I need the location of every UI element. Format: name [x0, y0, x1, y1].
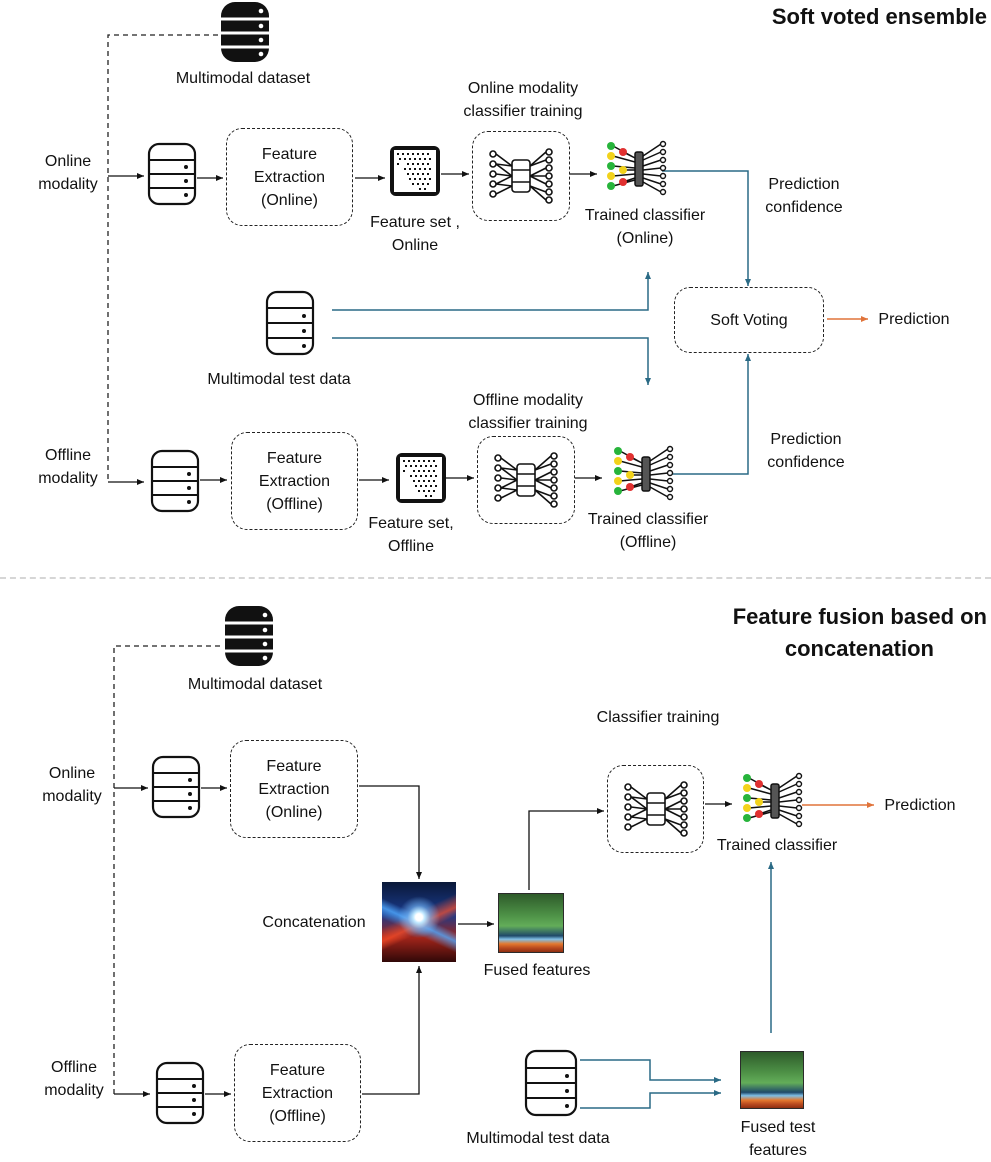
- dataset-label-bottom: Multimodal dataset: [187, 676, 323, 693]
- section-separator: [0, 577, 991, 579]
- feature-set-icon-offline: [396, 453, 446, 503]
- fused-test-line1: Fused test: [740, 1119, 816, 1136]
- trained-offline-line1: Trained classifier: [587, 511, 709, 528]
- trained-classifier-icon-bottom: [743, 772, 803, 828]
- online-modality-bottom-1: Online: [48, 765, 96, 782]
- section-title-fusion-1: Feature fusion based on: [732, 604, 987, 629]
- database-icon-test: [265, 290, 315, 356]
- fe-offline-b-line1: Feature: [269, 1061, 326, 1079]
- test-to-offline-line: [332, 337, 651, 385]
- concatenation-image: [382, 882, 456, 962]
- confidence-offline-line1: Prediction: [770, 431, 842, 448]
- section-title-soft-voting: Soft voted ensemble: [771, 4, 987, 29]
- section-title-fusion-2: concatenation: [784, 636, 934, 661]
- dataset-branch-line-bottom: [113, 645, 220, 1094]
- trained-online-line1: Trained classifier: [584, 207, 706, 224]
- fe-offline-b-line3: (Offline): [269, 1107, 326, 1125]
- confidence-offline-line2: confidence: [767, 454, 845, 471]
- online-modality-label-2: modality: [38, 176, 98, 193]
- fused-test-features-image: [740, 1051, 804, 1109]
- soft-voting-box: Soft Voting: [674, 287, 824, 353]
- train-online-label-2: classifier training: [463, 103, 583, 120]
- fe-online-line3: (Online): [261, 191, 318, 209]
- neural-network-icon: [494, 452, 558, 508]
- database-icon-dataset: [221, 2, 269, 62]
- trained-classifier-icon-offline: [614, 445, 674, 501]
- trained-classifier-icon-online: [607, 140, 667, 196]
- online-modality-bottom-2: modality: [42, 788, 102, 805]
- neural-network-icon: [489, 148, 553, 204]
- fe-online-line1: Feature: [261, 145, 318, 163]
- classifier-training-box: [607, 765, 704, 853]
- fe-offline-line3: (Offline): [266, 495, 323, 513]
- test-data-label: Multimodal test data: [207, 371, 351, 388]
- trained-offline-line2: (Offline): [619, 534, 677, 551]
- fused-test-line2: features: [749, 1142, 807, 1159]
- prediction-label-top: Prediction: [878, 311, 950, 328]
- fe-offline-line1: Feature: [266, 449, 323, 467]
- confidence-online-line2: confidence: [765, 199, 843, 216]
- offline-modality-label-2: modality: [38, 470, 98, 487]
- confidence-online-line: [662, 170, 751, 286]
- online-modality-label-1: Online: [44, 153, 92, 170]
- fe-online-b-line2: Extraction: [258, 780, 330, 798]
- fused-features-label: Fused features: [483, 962, 591, 979]
- fe-offline-line2: Extraction: [258, 472, 331, 490]
- database-icon-offline-bottom: [155, 1061, 205, 1125]
- offline-modality-bottom-2: modality: [44, 1082, 104, 1099]
- dataset-label: Multimodal dataset: [175, 70, 311, 87]
- feature-set-online-line1: Feature set ,: [370, 214, 460, 231]
- classifier-training-label: Classifier training: [596, 709, 720, 726]
- feature-set-offline-line1: Feature set,: [368, 515, 454, 532]
- feature-set-icon-online: [390, 146, 440, 196]
- confidence-online-line1: Prediction: [768, 176, 840, 193]
- neural-network-icon: [623, 781, 688, 837]
- train-online-label-1: Online modality: [467, 80, 579, 97]
- fe-offline-b-line2: Extraction: [261, 1084, 334, 1102]
- online-training-box: [472, 131, 570, 221]
- fused-features-image: [498, 893, 564, 953]
- test-to-online-line: [332, 272, 651, 311]
- dataset-branch-line: [107, 34, 218, 482]
- test-data-label-bottom: Multimodal test data: [466, 1130, 610, 1147]
- fe-online-b-line3: (Online): [265, 803, 323, 821]
- prediction-label-bottom: Prediction: [884, 797, 956, 814]
- database-icon-test-bottom: [524, 1049, 578, 1117]
- database-icon-dataset-bottom: [225, 606, 273, 666]
- offline-modality-bottom-1: Offline: [51, 1059, 97, 1076]
- offline-modality-label-1: Offline: [45, 447, 91, 464]
- train-offline-label-2: classifier training: [468, 415, 588, 432]
- trained-online-line2: (Online): [616, 230, 674, 247]
- database-icon-online-bottom: [151, 755, 201, 819]
- concatenation-label: Concatenation: [262, 914, 366, 931]
- feature-set-online-line2: Online: [391, 237, 439, 254]
- confidence-offline-line: [672, 354, 751, 475]
- database-icon-offline: [150, 449, 200, 513]
- fe-online-b-line1: Feature: [266, 757, 322, 775]
- feature-set-offline-line2: Offline: [388, 538, 434, 555]
- database-icon-online: [147, 142, 197, 206]
- train-offline-label-1: Offline modality: [473, 392, 583, 409]
- fe-online-line2: Extraction: [253, 168, 326, 186]
- offline-training-box: [477, 436, 575, 524]
- trained-classifier-label: Trained classifier: [716, 837, 838, 854]
